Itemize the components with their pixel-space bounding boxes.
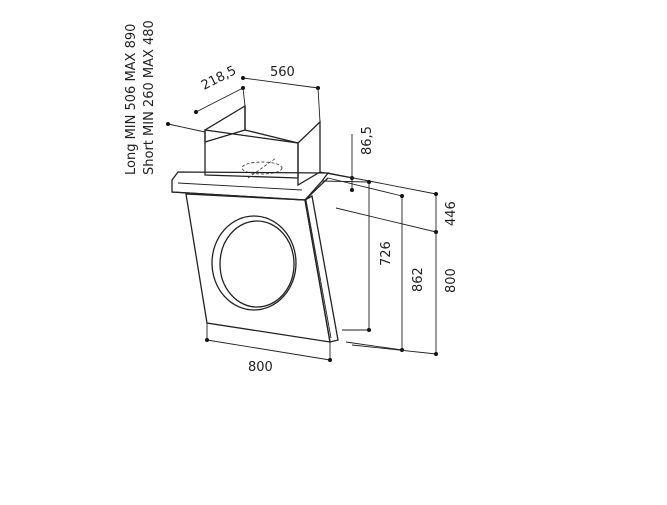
dimension-height-800: 800 <box>351 232 459 356</box>
dimension-width-800: 800 <box>205 323 332 375</box>
reference-dot <box>166 122 170 126</box>
dimension-chimney-depth: 218,5 <box>194 63 246 114</box>
label-height-446: 446 <box>444 201 459 226</box>
label-height-862: 862 <box>411 267 426 292</box>
dimension-height-726: 726 <box>321 180 394 332</box>
note-short-length: Short MIN 260 MAX 480 <box>142 20 157 175</box>
dimension-height-446: 446 <box>327 172 459 234</box>
label-height-726: 726 <box>379 241 394 266</box>
label-chimney-depth: 218,5 <box>199 63 239 93</box>
fan-disc <box>211 215 297 311</box>
label-height-800: 800 <box>444 268 459 293</box>
note-long-length: Long MIN 506 MAX 890 <box>124 24 139 175</box>
label-chimney-offset: 86,5 <box>360 126 375 155</box>
duct-outlet-outline <box>241 161 283 175</box>
chimney-top-reference-line <box>167 123 206 133</box>
label-chimney-width: 560 <box>270 65 295 80</box>
inclined-glass-panel <box>185 193 339 343</box>
label-width-800: 800 <box>248 360 273 375</box>
dimension-height-862: 862 <box>327 177 426 352</box>
dimension-chimney-width: 560 <box>241 65 321 123</box>
